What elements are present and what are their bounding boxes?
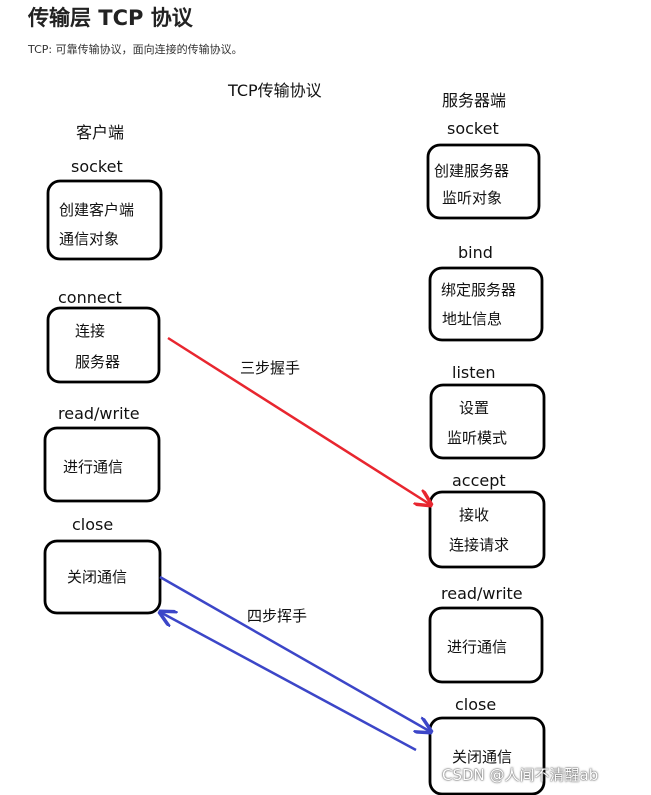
server-step-read-write: read/write 进行通信 bbox=[428, 584, 544, 684]
step-box bbox=[428, 716, 546, 795]
step-text: 连接 bbox=[75, 322, 105, 340]
step-text: 创建服务器 bbox=[434, 162, 509, 180]
step-text: 监听对象 bbox=[442, 189, 502, 207]
server-step-bind: bind 绑定服务器 地址信息 bbox=[428, 243, 544, 342]
server-step-close: close 关闭通信 bbox=[428, 695, 546, 795]
step-text: 关闭通信 bbox=[67, 568, 127, 586]
handshake-arrow bbox=[167, 336, 431, 505]
step-box bbox=[46, 179, 163, 261]
watermark: CSDN @人间不清醒ab bbox=[442, 766, 599, 784]
wave-arrow-to-server bbox=[159, 575, 431, 732]
client-step-close: close 关闭通信 bbox=[43, 515, 162, 615]
client-step-socket: socket 创建客户端 通信对象 bbox=[46, 157, 163, 261]
step-box bbox=[43, 426, 161, 503]
step-text: 创建客户端 bbox=[59, 201, 134, 219]
step-label: read/write bbox=[58, 404, 140, 423]
step-box bbox=[46, 306, 161, 384]
page-subtitle: TCP: 可靠传输协议，面向连接的传输协议。 bbox=[28, 43, 243, 56]
page-title: 传输层 TCP 协议 bbox=[28, 6, 193, 30]
step-label: socket bbox=[447, 119, 499, 138]
step-text: 绑定服务器 bbox=[441, 281, 516, 299]
step-text: 连接请求 bbox=[449, 536, 509, 554]
server-step-listen: listen 设置 监听模式 bbox=[429, 363, 546, 460]
step-label: close bbox=[72, 515, 113, 534]
step-box bbox=[428, 266, 544, 342]
step-label-accept: accept bbox=[452, 471, 506, 490]
step-label: bind bbox=[458, 243, 493, 262]
step-text: 通信对象 bbox=[59, 230, 119, 248]
wave-arrow-to-client bbox=[160, 612, 417, 752]
client-step-connect: connect 连接 服务器 bbox=[46, 288, 161, 384]
step-text: 关闭通信 bbox=[452, 748, 512, 766]
handshake-label: 三步握手 bbox=[240, 359, 300, 377]
server-step-accept: accept 接收 连接请求 bbox=[428, 471, 546, 569]
step-label: listen bbox=[452, 363, 495, 382]
step-label: connect bbox=[58, 288, 122, 307]
step-box bbox=[428, 490, 546, 569]
step-text: 进行通信 bbox=[447, 638, 507, 656]
step-label: read/write bbox=[441, 584, 523, 603]
step-box bbox=[428, 606, 544, 684]
step-text: 接收 bbox=[459, 506, 489, 524]
step-text: 设置 bbox=[459, 399, 489, 417]
step-label: socket bbox=[71, 157, 123, 176]
step-box bbox=[426, 143, 541, 220]
client-column-title: 客户端 bbox=[76, 123, 124, 142]
server-column-title: 服务器端 bbox=[442, 91, 506, 110]
step-text: 监听模式 bbox=[447, 429, 507, 447]
step-text: 服务器 bbox=[75, 353, 120, 371]
client-step-read-write: read/write 进行通信 bbox=[43, 404, 161, 503]
step-text: 进行通信 bbox=[63, 458, 123, 476]
step-label: close bbox=[455, 695, 496, 714]
wave-label: 四步挥手 bbox=[247, 607, 307, 625]
server-step-socket: socket 创建服务器 监听对象 bbox=[426, 119, 541, 220]
step-box bbox=[429, 383, 546, 460]
step-text: 地址信息 bbox=[442, 310, 502, 328]
diagram-heading: TCP传输协议 bbox=[227, 81, 322, 100]
